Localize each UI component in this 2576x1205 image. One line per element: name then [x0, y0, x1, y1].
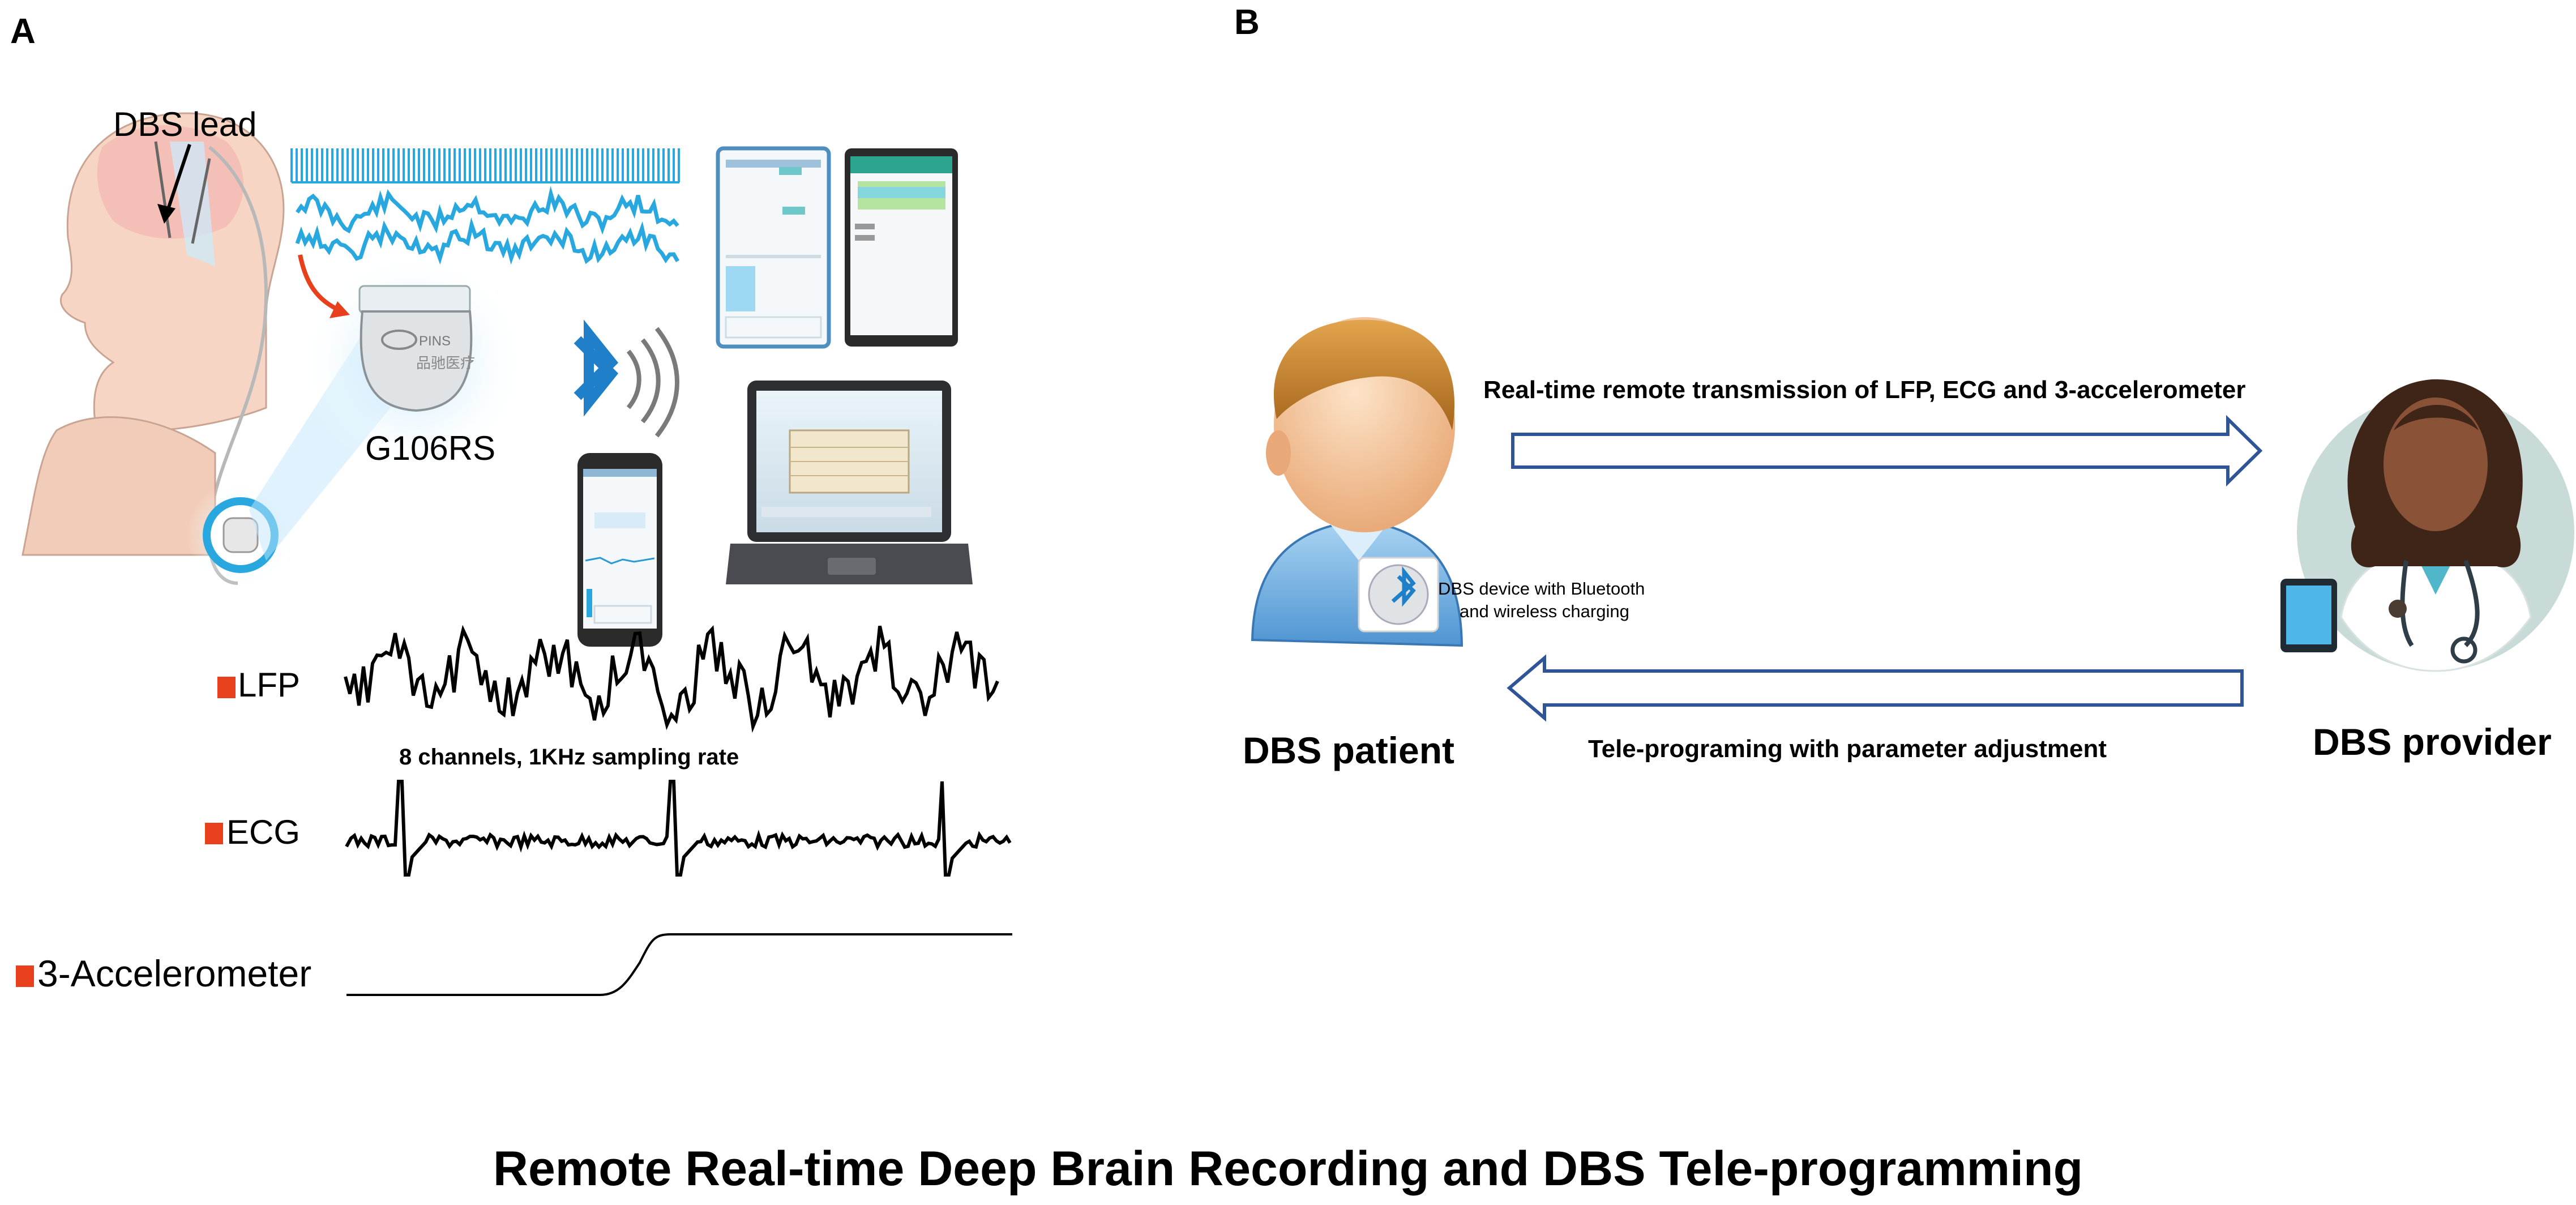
- accel-trace: [346, 933, 1012, 996]
- dbs-lead-pointer: [165, 144, 191, 213]
- top-arrow-label: Real-time remote transmission of LFP, EC…: [1483, 376, 2246, 404]
- dbs-lead-pointer-head: [157, 204, 176, 224]
- dbs-lead-label: DBS lead: [113, 105, 256, 143]
- ecg-marker: [205, 823, 223, 844]
- transmission-arrow: [1511, 415, 2263, 487]
- phone-icon: [577, 453, 662, 647]
- lfp-trace: [344, 625, 999, 733]
- bluetooth-icon: [574, 319, 679, 438]
- head-with-lead-icon: [22, 112, 285, 585]
- patient-device-icon: [1358, 557, 1439, 633]
- red-arrow: [298, 254, 341, 313]
- tablet-icon: [716, 146, 831, 349]
- panel-b-letter: B: [1234, 3, 1260, 42]
- tablet-2-icon: [845, 148, 958, 347]
- panel-a-letter: A: [10, 12, 36, 51]
- provider-label: DBS provider: [2313, 721, 2552, 763]
- svg-text:品驰医疗: 品驰医疗: [416, 354, 475, 371]
- programming-arrow: [1507, 654, 2244, 722]
- lfp-label: LFP: [238, 666, 300, 704]
- svg-text:PINS: PINS: [419, 334, 451, 349]
- accel-marker: [16, 965, 34, 987]
- ecg-trace: [345, 780, 1012, 877]
- ecg-label: ECG: [226, 813, 300, 851]
- device-label: G106RS: [365, 429, 495, 467]
- bottom-arrow-label: Tele-programing with parameter adjustmen…: [1588, 735, 2107, 763]
- provider-tablet-icon: [2280, 579, 2337, 652]
- raw-signal-traces: [290, 148, 680, 265]
- figure-title: Remote Real-time Deep Brain Recording an…: [493, 1142, 2083, 1196]
- sampling-note: 8 channels, 1KHz sampling rate: [399, 745, 739, 770]
- chest-device-icon: [187, 481, 294, 589]
- doctor-icon: [2297, 379, 2574, 672]
- patient-label: DBS patient: [1243, 729, 1454, 771]
- stimulator-icon: PINS 品驰医疗: [300, 249, 527, 476]
- accel-label: 3-Accelerometer: [37, 952, 311, 994]
- red-arrow-head: [330, 301, 350, 318]
- laptop-icon: [726, 381, 973, 584]
- device-note-line1: DBS device with Bluetooth: [1438, 579, 1645, 599]
- lfp-marker: [217, 677, 236, 698]
- device-note-line2: and wireless charging: [1460, 601, 1629, 621]
